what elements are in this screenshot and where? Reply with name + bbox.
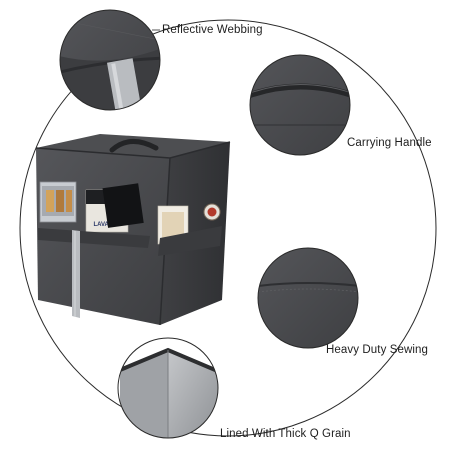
reflective-strip [72, 230, 80, 318]
detail-circle-lined-q-grain [117, 337, 219, 439]
product-cover: LAVAZZA [35, 134, 231, 326]
detail-circle-carrying-handle [249, 54, 351, 156]
callout-label-heavy-duty-sewing: Heavy Duty Sewing [326, 344, 429, 356]
callout-label-carrying-handle: Carrying Handle [347, 137, 432, 149]
side-pocket [157, 203, 222, 256]
detail-circle-reflective-webbing [59, 9, 161, 111]
coffee-box-text: LAVAZZA [93, 222, 121, 228]
handle-shape [109, 139, 159, 153]
detail-circle-heavy-duty-sewing [257, 247, 359, 349]
guide-circle [19, 19, 437, 437]
callout-label-lined-q-grain: Lined With Thick Q Grain [220, 428, 351, 440]
front-pocket: LAVAZZA [38, 181, 150, 248]
callout-label-reflective-webbing: Reflective Webbing [162, 24, 263, 36]
